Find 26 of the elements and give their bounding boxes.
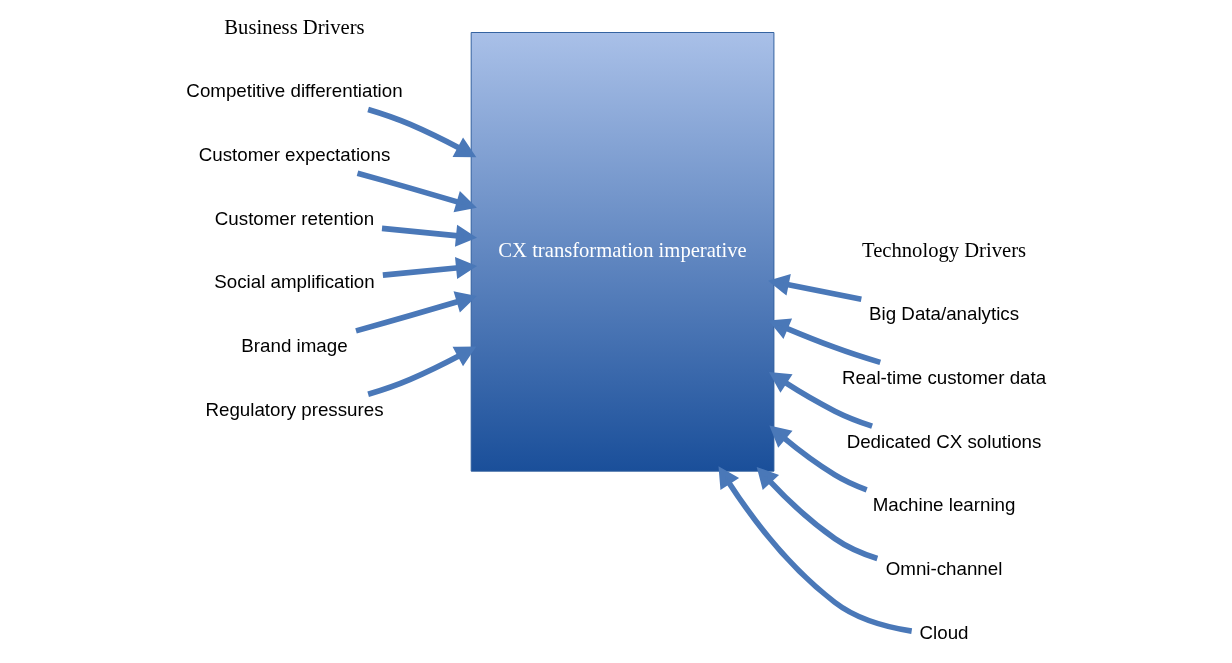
- node-text: Omni-channel: [885, 558, 1003, 580]
- arrow: [768, 371, 873, 429]
- node-text: Competitive differentiation: [186, 80, 403, 102]
- arrow: [367, 106, 477, 158]
- arrow: [355, 291, 477, 334]
- node-text: Cloud: [919, 621, 969, 643]
- label: Business Drivers: [224, 16, 365, 38]
- node-text: Social amplification: [214, 271, 375, 293]
- node-text: Customer expectations: [198, 143, 391, 165]
- arrow: [382, 257, 478, 279]
- node-text: Dedicated CX solutions: [846, 430, 1042, 452]
- node-text: Customer retention: [214, 207, 375, 229]
- node-text: Brand image: [241, 335, 348, 357]
- node-box: CX transformation imperative: [470, 32, 775, 472]
- arrow: [381, 224, 477, 247]
- arrow: [756, 466, 879, 562]
- arrow: [367, 346, 477, 397]
- arrow: [356, 170, 477, 213]
- node-text: Machine learning: [872, 494, 1016, 516]
- label: Technology Drivers: [862, 239, 1027, 262]
- arrow: [768, 273, 862, 302]
- node-text: Regulatory pressures: [205, 398, 384, 420]
- arrow: [718, 466, 913, 634]
- node-text: Big Data/analytics: [869, 303, 1020, 325]
- node-text: Real-time customer data: [842, 366, 1047, 388]
- arrow: [769, 425, 868, 493]
